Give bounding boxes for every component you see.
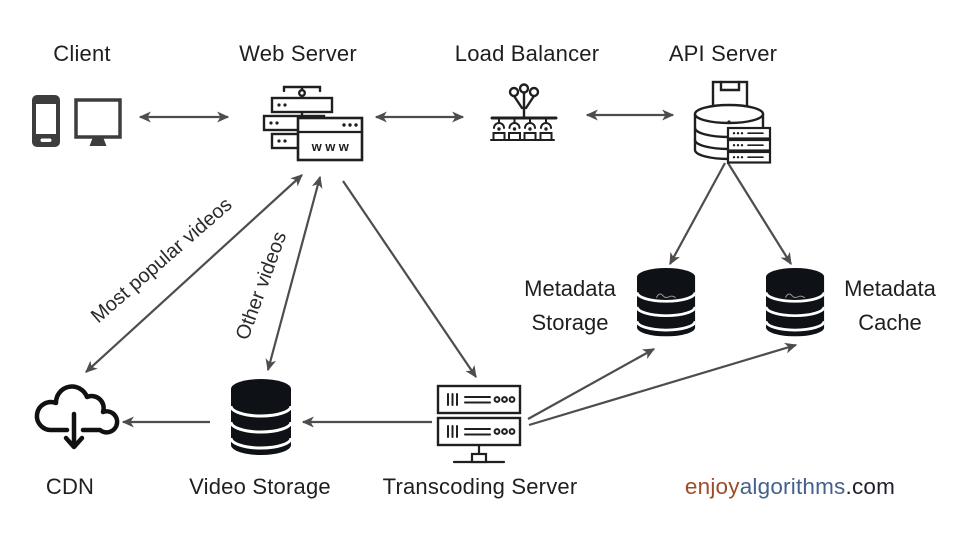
package-icon — [711, 80, 749, 110]
web-server-icon: www — [262, 85, 364, 162]
monitor-icon — [74, 98, 122, 146]
video-storage-label: Video Storage — [189, 474, 331, 499]
arrow-transcoding-metadatastorage — [527, 348, 656, 420]
metadata-storage-db-icon — [637, 268, 696, 337]
brand-algorithms: algorithms — [739, 474, 846, 499]
transcoding-server-icon — [436, 384, 522, 464]
api-server-icon — [693, 80, 772, 164]
brand-dotcom: .com — [845, 474, 896, 499]
api-server-label: API Server — [668, 41, 778, 66]
transcoding-server-label: Transcoding Server — [382, 474, 578, 499]
arrow-videostorage-webserver-other — [265, 175, 323, 372]
video-storage-db-icon — [231, 379, 291, 455]
metadata-cache-label: Metadata Cache — [844, 276, 936, 335]
cdn-label: CDN — [45, 474, 95, 499]
web-server-label: Web Server — [239, 41, 357, 66]
arrow-webserver-transcoding — [342, 180, 477, 379]
arrow-apiserver-metadatacache — [727, 162, 792, 266]
db-script-mark — [784, 293, 806, 299]
www-label: www — [311, 139, 353, 154]
load-balancer-icon — [490, 83, 558, 141]
brand-enjoy: enjoy — [684, 474, 740, 499]
metadata-storage-label: Metadata Storage — [524, 276, 616, 335]
client-label: Client — [53, 41, 111, 66]
arrow-apiserver-metadatastorage — [669, 162, 726, 266]
metadata-cache-db-icon — [766, 268, 825, 337]
brand-wordmark: enjoyalgorithms.com — [685, 474, 895, 500]
edges-layer — [85, 109, 798, 428]
load-balancer-label: Load Balancer — [454, 41, 600, 66]
arrow-transcoding-metadatacache — [528, 342, 798, 427]
server-rack-icon — [726, 126, 772, 164]
smartphone-icon — [32, 95, 60, 147]
db-script-mark — [655, 293, 677, 299]
cdn-cloud-icon — [34, 384, 120, 450]
